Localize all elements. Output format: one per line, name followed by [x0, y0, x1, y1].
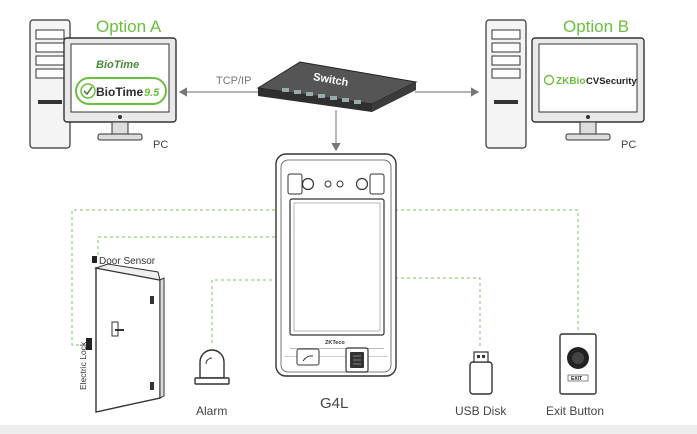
alarm-label: Alarm — [196, 404, 227, 418]
g4l-device: ZKTeco — [275, 153, 397, 377]
biotime-main-logo: BioTime — [96, 85, 143, 99]
wire-door-sensor — [97, 236, 275, 255]
biotime-version: 9.5 — [144, 87, 160, 99]
zkbio-shield-icon — [543, 74, 555, 86]
biotime-small-logo: BioTime — [96, 59, 139, 71]
tcp-ip-label: TCP/IP — [216, 75, 251, 87]
door — [86, 256, 165, 413]
exit-button-label: Exit Button — [546, 404, 604, 418]
device-screen — [289, 198, 385, 336]
option-b-title: Option B — [563, 17, 629, 36]
network-lines — [178, 87, 480, 152]
option-a-title: Option A — [96, 17, 162, 36]
bottom-band — [0, 425, 697, 434]
pc-right-label: PC — [621, 139, 636, 151]
check-icon — [80, 83, 96, 99]
network-switch: Switch — [256, 61, 418, 112]
exit-button-icon: EXIT — [559, 333, 597, 395]
pc-left-label: PC — [153, 139, 168, 151]
usb-disk-icon — [469, 351, 493, 395]
wiring-lines — [71, 209, 579, 348]
device-label: G4L — [320, 395, 348, 412]
wire-exit — [395, 209, 579, 333]
wire-usb — [395, 277, 481, 348]
pc-left: BioTime BioTime 9.5 — [29, 19, 177, 149]
wire-alarm — [211, 279, 278, 345]
door-sensor-label: Door Sensor — [99, 256, 156, 267]
electric-lock-icon — [86, 338, 92, 350]
alarm-icon — [194, 349, 230, 385]
device-brand: ZKTeco — [325, 340, 345, 346]
biotime-main-logo-box — [75, 77, 167, 105]
pc-right: ZKBio CVSecurity — [485, 19, 645, 149]
door-sensor-icon — [92, 256, 97, 263]
zkbio-logo: ZKBio — [556, 76, 585, 87]
exit-text: EXIT — [571, 376, 582, 382]
usb-disk-label: USB Disk — [455, 404, 507, 418]
cvsecurity-logo: CVSecurity — [586, 76, 637, 87]
wire-electric-lock — [71, 209, 275, 346]
electric-lock-label: Electric Lock — [78, 341, 88, 390]
diagram-canvas: TCP/IP BioTime BioTime 9.5 Option A PC — [29, 17, 645, 418]
